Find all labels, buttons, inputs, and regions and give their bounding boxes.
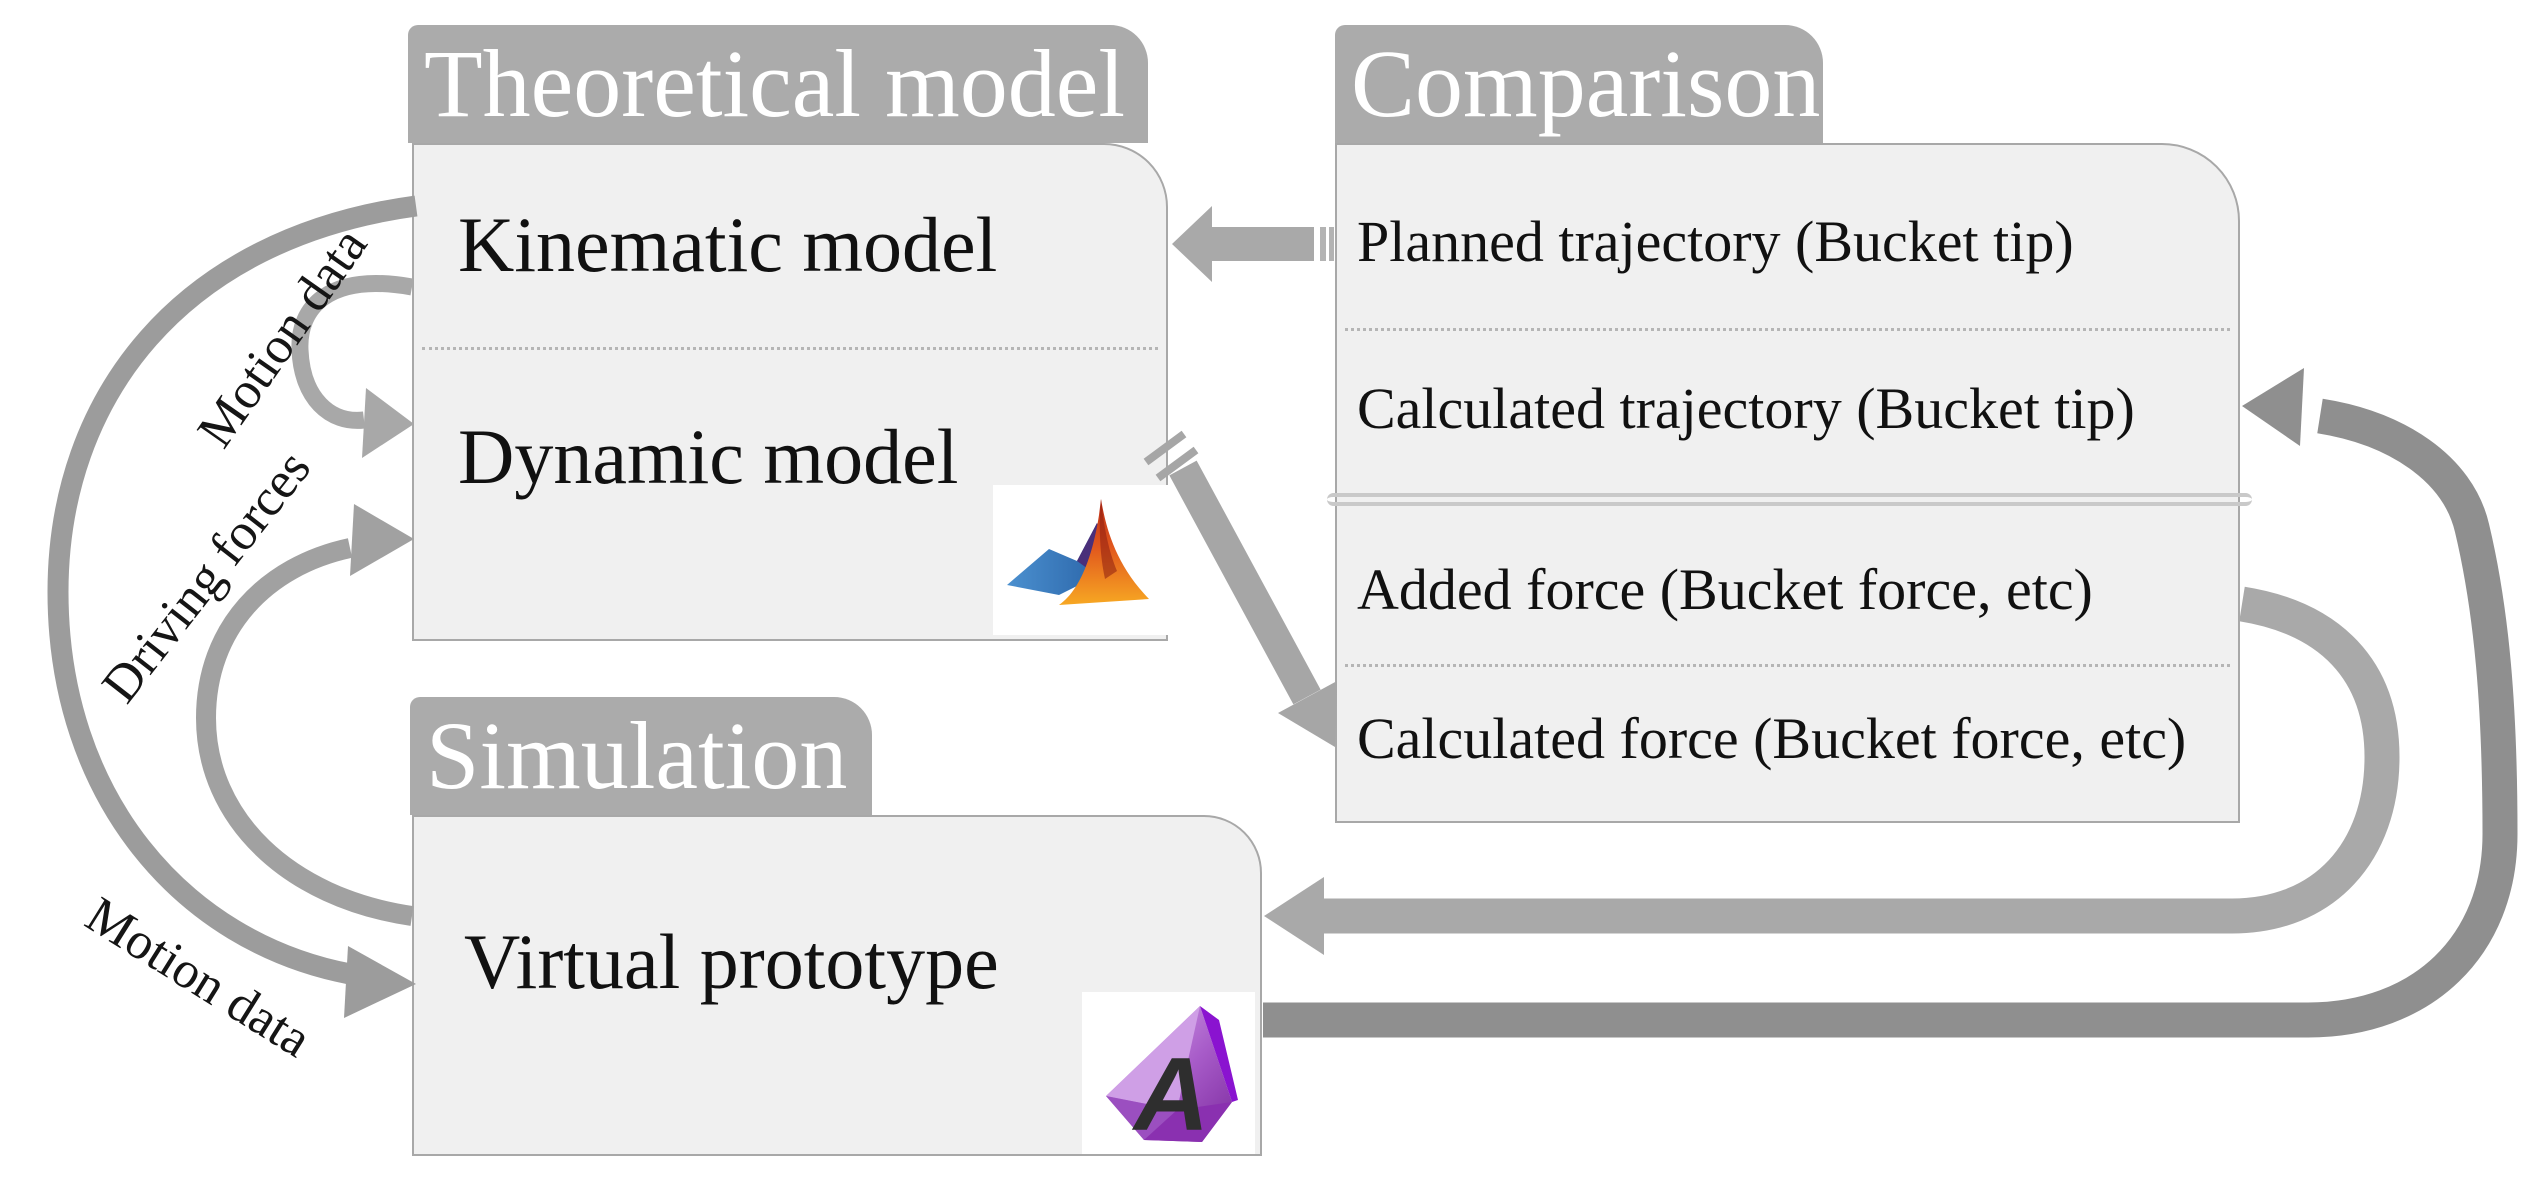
added-force-row: Added force (Bucket force, etc) <box>1357 557 2093 622</box>
matlab-logo-icon <box>993 485 1168 635</box>
divider-dotted <box>1345 664 2230 667</box>
simulation-header: Simulation <box>410 697 872 815</box>
comparison-header: Comparison <box>1335 25 1823 143</box>
dynamic-to-calculated-force-arrow <box>1143 430 1337 747</box>
simulation-title: Simulation <box>426 702 848 809</box>
theoretical-model-title: Theoretical model <box>424 30 1126 137</box>
dynamic-model-label: Dynamic model <box>458 413 959 500</box>
calculated-force-row: Calculated force (Bucket force, etc) <box>1357 706 2187 771</box>
theoretical-model-panel: Kinematic model Dynamic model <box>412 143 1168 641</box>
svg-text:A: A <box>1131 1037 1209 1153</box>
planned-trajectory-row: Planned trajectory (Bucket tip) <box>1357 209 2074 274</box>
calculated-trajectory-row: Calculated trajectory (Bucket tip) <box>1357 376 2135 441</box>
adams-logo-icon: A <box>1082 992 1255 1154</box>
simulation-panel: Virtual prototype A <box>412 815 1262 1156</box>
kinematic-model-label: Kinematic model <box>458 201 998 288</box>
motion-data-label-bottom: Motion data <box>75 886 321 1069</box>
comparison-panel: Planned trajectory (Bucket tip) Calculat… <box>1327 143 2252 823</box>
planned-to-kinematic-arrow <box>1172 206 1334 282</box>
divider-double-line <box>1327 493 2252 506</box>
divider-dotted <box>422 347 1158 350</box>
theoretical-model-header: Theoretical model <box>408 25 1148 143</box>
motion-data-label-top: Motion data <box>186 217 379 458</box>
comparison-title: Comparison <box>1351 30 1821 137</box>
divider-dotted <box>1345 328 2230 331</box>
virtual-prototype-label: Virtual prototype <box>464 918 999 1005</box>
driving-forces-label: Driving forces <box>91 440 322 714</box>
